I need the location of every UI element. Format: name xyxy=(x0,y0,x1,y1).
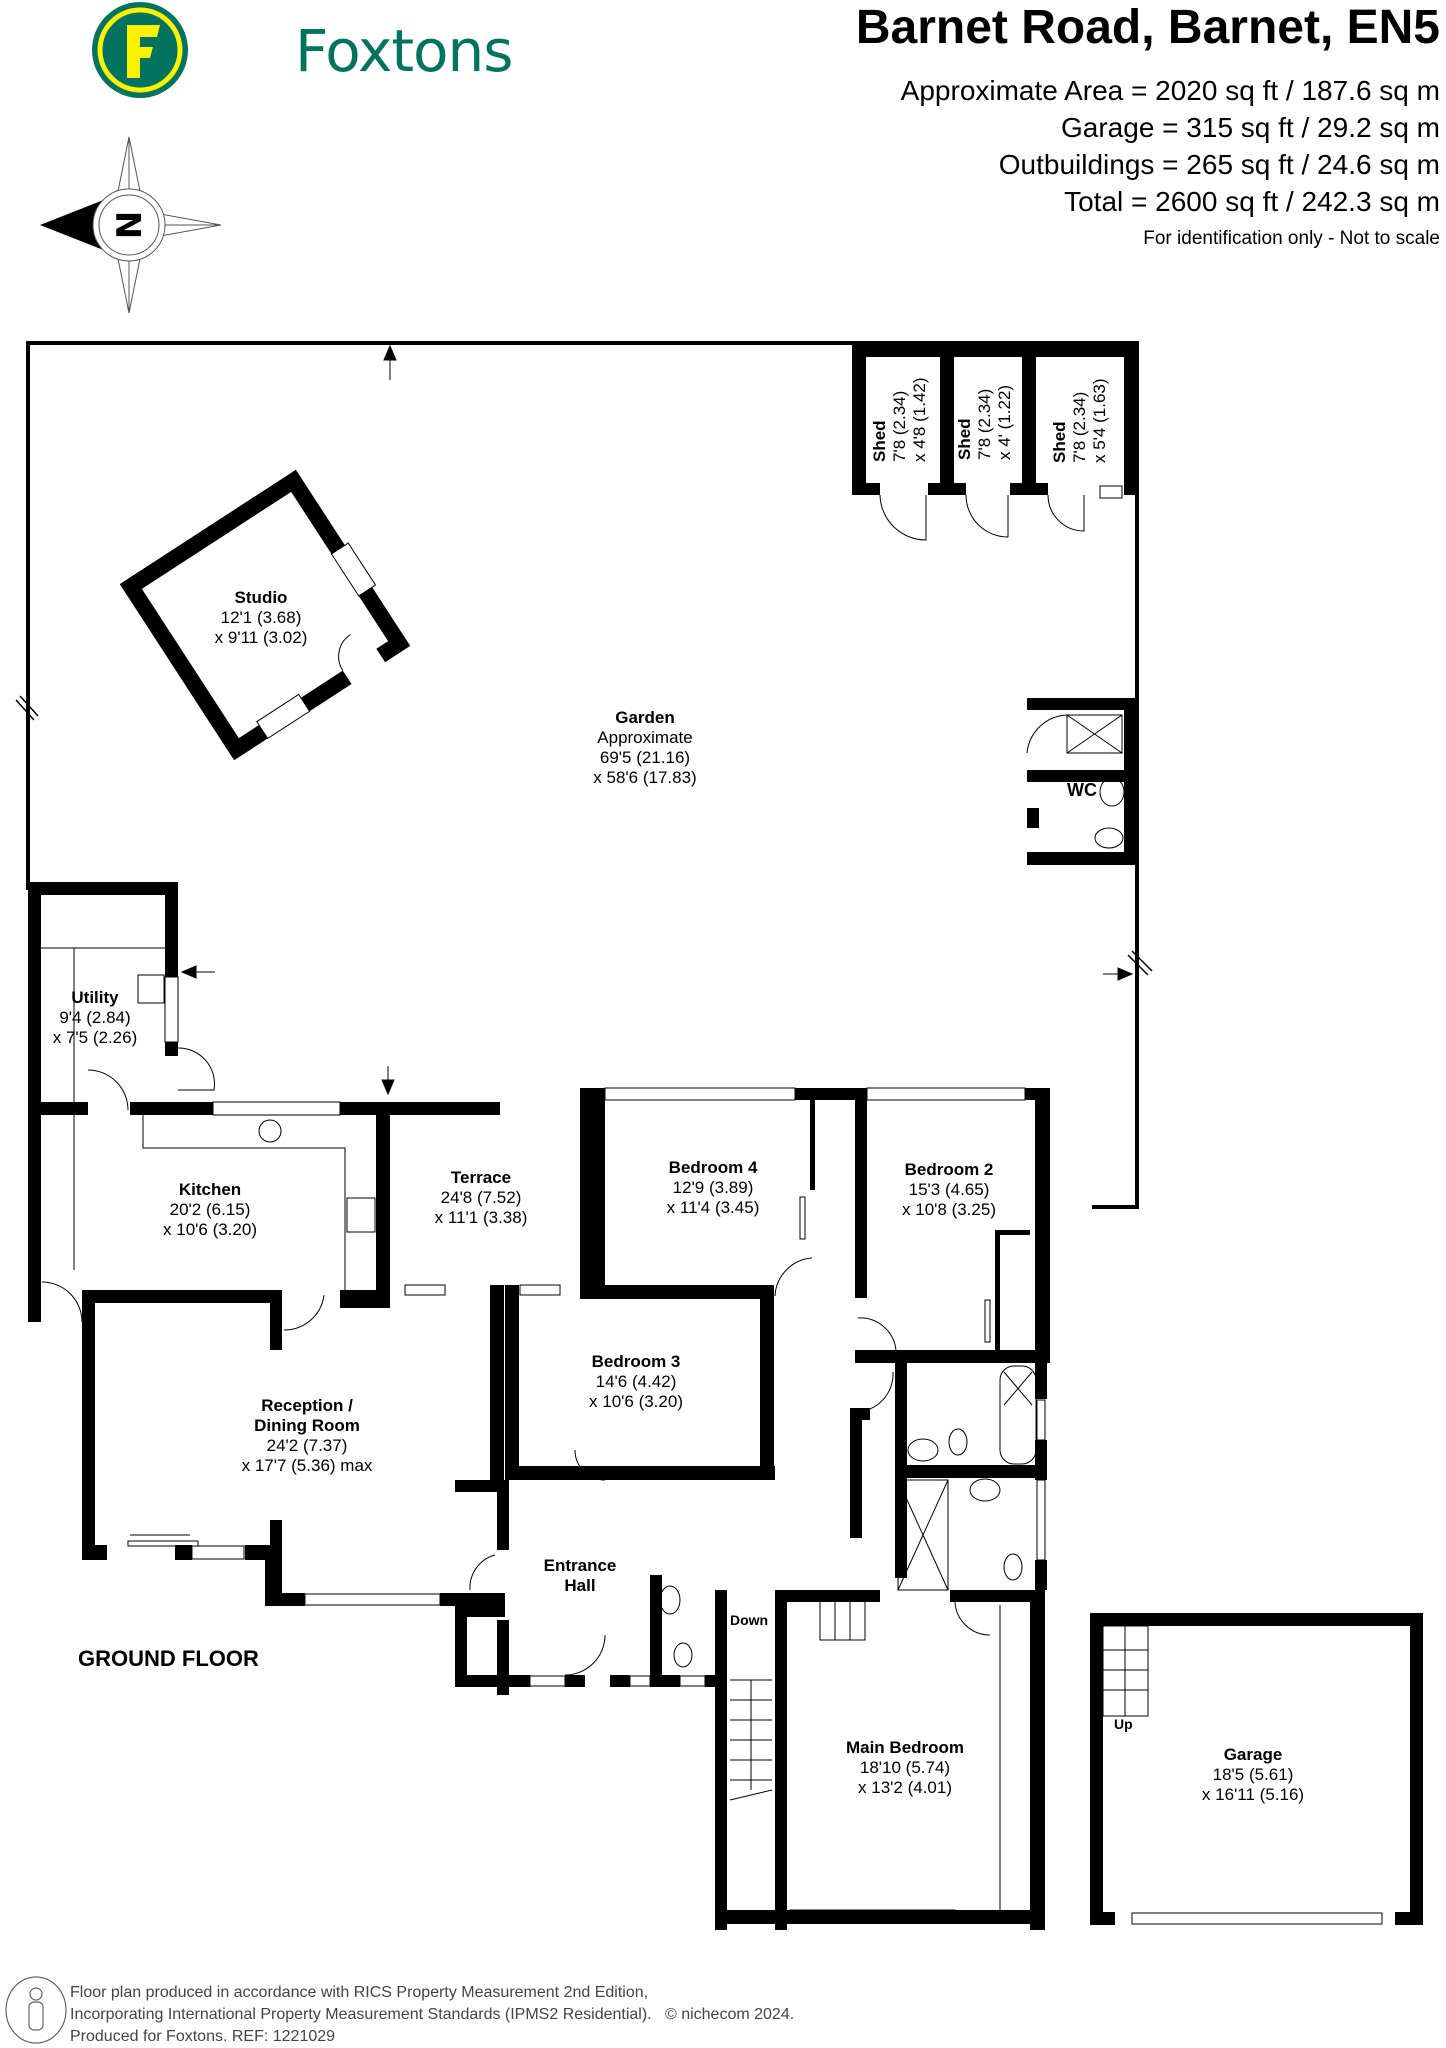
bathroom-walls xyxy=(850,1363,1047,1590)
sheds xyxy=(852,343,1138,495)
property-title: Barnet Road, Barnet, EN5 xyxy=(855,1,1440,54)
compass-north-label: N xyxy=(110,211,150,239)
area-outbuildings: Outbuildings = 265 sq ft / 24.6 sq m xyxy=(998,149,1440,180)
studio-building xyxy=(119,469,411,761)
bedroom-walls xyxy=(505,1088,1050,1480)
room-main-bedroom: Main Bedroom 18'10 (5.74) x 13'2 (4.01) xyxy=(845,1738,965,1797)
room-bedroom-3: Bedroom 3 14'6 (4.42) x 10'6 (3.20) xyxy=(589,1352,683,1411)
area-approximate: Approximate Area = 2020 sq ft / 187.6 sq… xyxy=(900,75,1440,106)
foxtons-logo: Foxtons xyxy=(90,0,514,100)
wc-block xyxy=(1027,698,1137,865)
scale-disclaimer: For identification only - Not to scale xyxy=(1143,228,1440,249)
room-wc: WC xyxy=(1067,780,1097,800)
floor-name: GROUND FLOOR xyxy=(78,1646,259,1671)
foxtons-roundel-icon xyxy=(92,2,188,98)
room-terrace: Terrace 24'8 (7.52) x 11'1 (3.38) xyxy=(434,1168,528,1227)
room-reception-dining: Reception / Dining Room 24'2 (7.37) x 17… xyxy=(241,1396,373,1475)
stairs xyxy=(729,1599,866,1801)
room-garage: Garage 18'5 (5.61) x 16'11 (5.16) xyxy=(1201,1745,1305,1804)
room-bedroom-4: Bedroom 4 12'9 (3.89) x 11'4 (3.45) xyxy=(666,1158,760,1217)
room-shed-3: Shed 7'8 (2.34) x 5'4 (1.63) xyxy=(1050,378,1109,463)
copyright: © nichecom 2024. xyxy=(664,2006,795,2023)
room-shed-1: Shed 7'8 (2.34) x 4'8 (1.42) xyxy=(870,377,929,462)
compass-rose-icon: N xyxy=(40,136,222,314)
stairs-up-label: Up xyxy=(1114,1716,1133,1732)
room-utility: Utility 9'4 (2.84) x 7'5 (2.26) xyxy=(52,988,138,1047)
room-garden: Garden Approximate 69'5 (21.16) x 58'6 (… xyxy=(593,708,697,787)
room-shed-2: Shed 7'8 (2.34) x 4' (1.22) xyxy=(955,384,1014,460)
entrance-walls xyxy=(455,1480,1045,1930)
footer-line-3: Produced for Foxtons. REF: 1221029 xyxy=(70,2028,336,2045)
stairs-down-label: Down xyxy=(730,1612,769,1628)
room-entrance-hall: Entrance Hall xyxy=(543,1556,617,1595)
utility-walls xyxy=(28,882,195,1322)
room-kitchen: Kitchen 20'2 (6.15) x 10'6 (3.20) xyxy=(163,1180,257,1239)
kitchen-walls xyxy=(178,1102,500,1308)
area-summary: Approximate Area = 2020 sq ft / 187.6 sq… xyxy=(901,72,1440,220)
area-total: Total = 2600 sq ft / 242.3 sq m xyxy=(1064,186,1440,217)
footer-line-1: Floor plan produced in accordance with R… xyxy=(70,1984,649,2001)
room-studio: Studio 12'1 (3.68) x 9'11 (3.02) xyxy=(214,588,308,647)
footer-line-2: Incorporating International Property Mea… xyxy=(70,2006,795,2023)
reception-walls xyxy=(82,1285,505,1606)
garage-walls xyxy=(1090,1613,1423,1925)
room-bedroom-2: Bedroom 2 15'3 (4.65) x 10'8 (3.25) xyxy=(902,1160,996,1219)
person-outline-icon xyxy=(5,1976,67,2044)
footer-notes: Floor plan produced in accordance with R… xyxy=(70,1982,794,2048)
garden-boundary xyxy=(26,341,1139,1209)
brand-name: Foxtons xyxy=(295,17,514,85)
area-garage: Garage = 315 sq ft / 29.2 sq m xyxy=(1061,112,1440,143)
